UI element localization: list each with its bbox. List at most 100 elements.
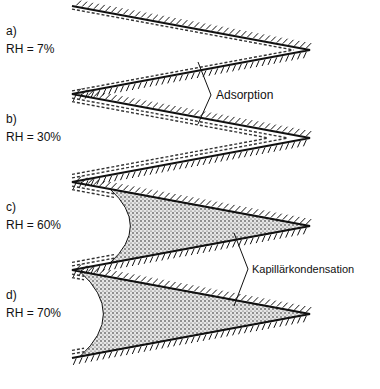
hatch-stroke bbox=[141, 101, 146, 106]
hatch-stroke bbox=[182, 20, 187, 25]
hatch-stroke bbox=[236, 206, 241, 211]
hatch-stroke bbox=[100, 181, 105, 186]
adsorbed-layer bbox=[72, 138, 269, 174]
hatch-stroke bbox=[162, 254, 165, 260]
adsorbed-layer bbox=[72, 138, 288, 178]
hatch-stroke bbox=[230, 293, 235, 298]
hatch-stroke bbox=[241, 31, 246, 36]
hatch-stroke bbox=[306, 43, 311, 48]
hatch-stroke bbox=[191, 161, 194, 168]
hatch-stroke bbox=[126, 349, 129, 356]
hatch-stroke bbox=[262, 324, 265, 331]
hatch-stroke bbox=[224, 28, 229, 33]
hatch-stroke bbox=[132, 260, 135, 267]
panel-letter: d) bbox=[6, 288, 17, 302]
hatch-stroke bbox=[171, 194, 176, 199]
hatch-stroke bbox=[218, 27, 223, 32]
hatch-stroke bbox=[156, 343, 159, 349]
hatch-stroke bbox=[262, 60, 265, 67]
hatch-stroke bbox=[103, 353, 106, 359]
adsorbed-layer bbox=[72, 274, 84, 276]
hatch-stroke bbox=[280, 144, 283, 150]
hatch-stroke bbox=[162, 78, 165, 84]
adsorbed-layer bbox=[72, 258, 114, 266]
hatch-stroke bbox=[221, 243, 224, 249]
hatch-stroke bbox=[203, 247, 206, 253]
hatch-stroke bbox=[292, 230, 295, 236]
hatch-stroke bbox=[221, 67, 224, 73]
hatch-stroke bbox=[185, 74, 188, 81]
hatch-stroke bbox=[159, 280, 164, 285]
hatch-stroke bbox=[135, 188, 140, 193]
hatch-stroke bbox=[206, 113, 211, 118]
hatch-stroke bbox=[206, 289, 211, 294]
hatch-stroke bbox=[227, 330, 230, 336]
hatch-stroke bbox=[147, 190, 152, 195]
hatch-stroke bbox=[197, 72, 200, 79]
hatch-stroke bbox=[194, 110, 199, 115]
hatch-stroke bbox=[283, 215, 288, 220]
hatch-stroke bbox=[224, 204, 229, 209]
panel-letter: c) bbox=[6, 200, 16, 214]
hatch-stroke bbox=[247, 32, 252, 37]
hatch-stroke bbox=[300, 130, 305, 135]
adsorbed-layer bbox=[72, 50, 294, 91]
hatch-stroke bbox=[306, 307, 311, 312]
condensed-water bbox=[80, 272, 310, 357]
hatch-stroke bbox=[224, 292, 229, 297]
hatch-stroke bbox=[262, 148, 265, 155]
hatch-stroke bbox=[306, 219, 311, 224]
hatch-stroke bbox=[123, 9, 128, 14]
hatch-stroke bbox=[177, 19, 182, 24]
hatch-stroke bbox=[177, 195, 182, 200]
hatch-stroke bbox=[132, 84, 135, 91]
hatch-stroke bbox=[144, 257, 147, 263]
hatch-stroke bbox=[233, 329, 236, 335]
hatch-stroke bbox=[141, 189, 146, 194]
hatch-stroke bbox=[203, 335, 206, 341]
hatch-stroke bbox=[241, 295, 246, 300]
hatch-stroke bbox=[171, 106, 176, 111]
hatch-stroke bbox=[280, 232, 283, 238]
hatch-stroke bbox=[233, 153, 236, 159]
hatch-stroke bbox=[241, 119, 246, 124]
hatch-stroke bbox=[138, 258, 141, 265]
hatch-stroke bbox=[109, 88, 112, 94]
hatch-stroke bbox=[118, 96, 123, 101]
hatch-stroke bbox=[91, 355, 94, 361]
hatch-stroke bbox=[218, 203, 223, 208]
panel-letter: b) bbox=[6, 112, 17, 126]
hatch-stroke bbox=[230, 29, 235, 34]
hatch-stroke bbox=[259, 298, 264, 303]
hatch-stroke bbox=[100, 5, 105, 10]
hatch-stroke bbox=[153, 15, 158, 20]
hatch-stroke bbox=[233, 65, 236, 71]
hatch-stroke bbox=[250, 62, 253, 68]
hatch-stroke bbox=[138, 82, 141, 89]
hatch-stroke bbox=[126, 173, 129, 180]
hatch-stroke bbox=[283, 127, 288, 132]
hatch-stroke bbox=[230, 117, 235, 122]
hatch-stroke bbox=[289, 304, 294, 309]
hatch-stroke bbox=[150, 256, 153, 262]
bracket bbox=[234, 233, 248, 306]
hatch-stroke bbox=[277, 38, 282, 43]
hatch-stroke bbox=[126, 261, 129, 268]
hatch-stroke bbox=[289, 216, 294, 221]
hatch-stroke bbox=[109, 352, 112, 358]
hatch-stroke bbox=[182, 196, 187, 201]
adsorbed-layer bbox=[72, 348, 84, 350]
process-label: Kapillärkondensation bbox=[252, 262, 354, 276]
hatch-stroke bbox=[280, 320, 283, 326]
hatch-stroke bbox=[174, 76, 177, 82]
hatch-stroke bbox=[147, 14, 152, 19]
hatch-stroke bbox=[298, 229, 301, 235]
hatch-stroke bbox=[303, 140, 306, 146]
hatch-stroke bbox=[241, 207, 246, 212]
hatch-stroke bbox=[76, 1, 81, 6]
wedge-wall bbox=[72, 6, 310, 358]
hatch-stroke bbox=[150, 168, 153, 174]
hatch-stroke bbox=[115, 175, 118, 181]
hatch-stroke bbox=[265, 300, 270, 305]
